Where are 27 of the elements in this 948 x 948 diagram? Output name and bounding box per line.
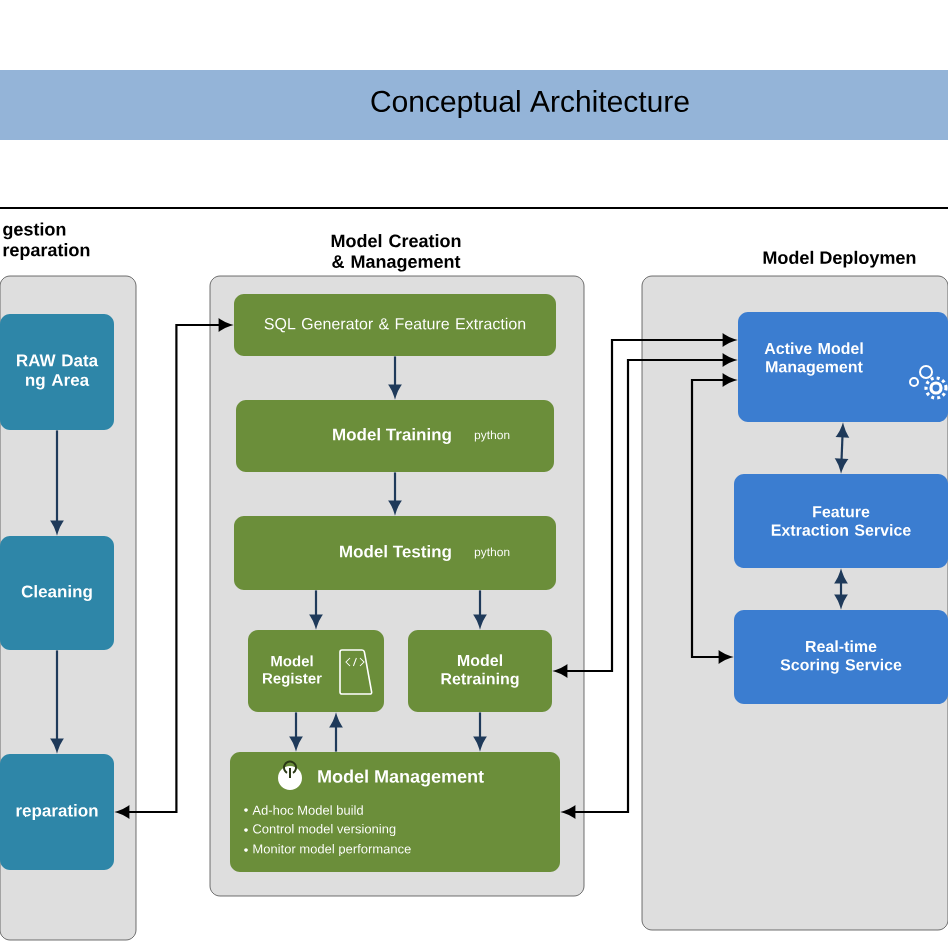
node-label: Model Creation & Management [331, 234, 461, 272]
service-box: Feature Extraction Service [734, 474, 948, 568]
arrow [51, 430, 63, 533]
arrow [290, 712, 302, 749]
title-band: Conceptual Architecture [0, 70, 948, 140]
arrow [474, 590, 486, 627]
arrow [835, 571, 847, 607]
service-box: Active Model Management [738, 312, 948, 422]
arrow [690, 374, 735, 663]
process-box: RAW Data ng Area [0, 314, 114, 430]
arrow [310, 590, 322, 627]
arrow [563, 354, 735, 818]
arrow [389, 472, 401, 513]
node-label: gestion reparation [3, 222, 90, 260]
process-box: Model Retraining [408, 630, 552, 712]
arrow [117, 319, 231, 818]
arrow [51, 650, 63, 751]
service-box: Real-time Scoring Service [734, 610, 948, 704]
arrow [330, 715, 342, 752]
process-box: SQL Generator & Feature Extraction [234, 294, 556, 356]
node-label: Model Deploymen [763, 250, 916, 268]
arrow [835, 425, 849, 471]
arrow [474, 712, 486, 749]
arrow [389, 356, 401, 397]
process-box: Cleaning [0, 536, 114, 650]
arrow [555, 334, 735, 677]
process-box: reparation [0, 754, 114, 870]
